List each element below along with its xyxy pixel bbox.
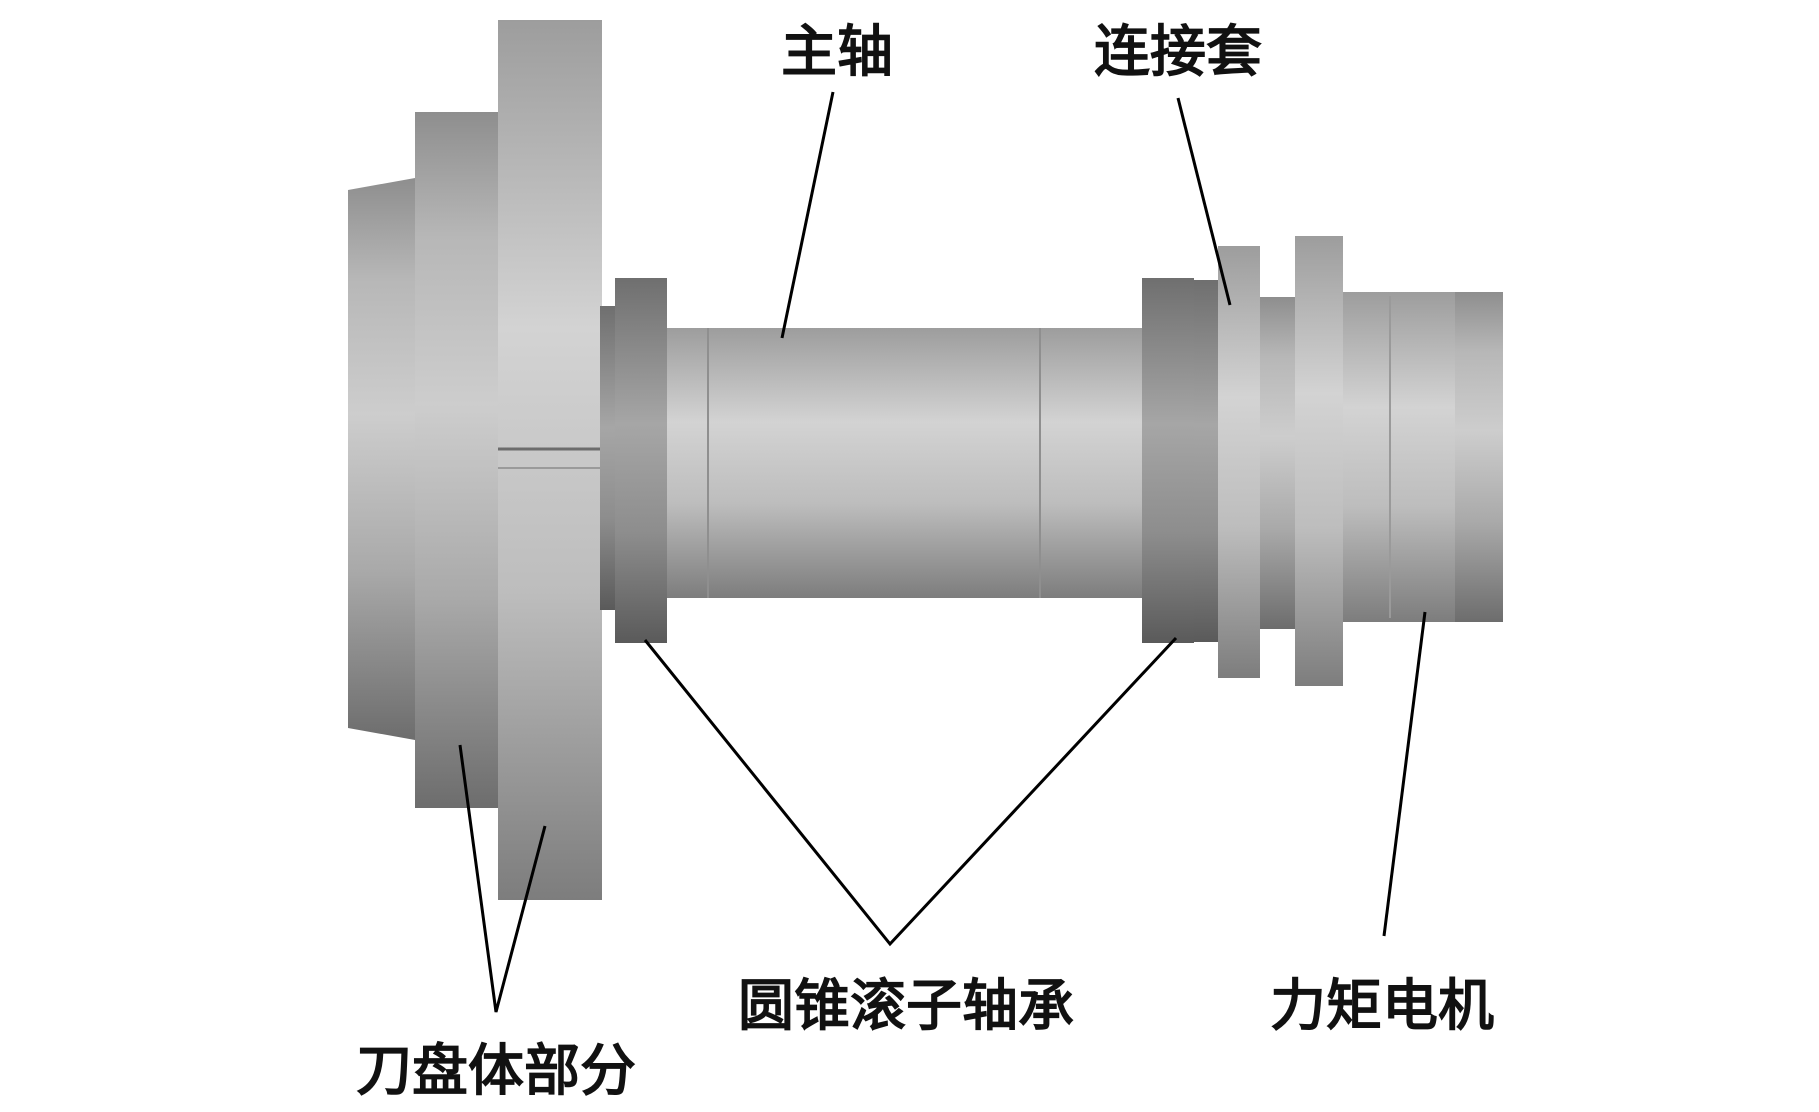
motor-end-cap (1455, 292, 1503, 622)
coupling-sleeve (1194, 246, 1295, 678)
bearing-right (1142, 278, 1194, 643)
leader-lines (458, 91, 1427, 1013)
cutterhead-hub (415, 112, 500, 808)
leader-coupling (1176, 97, 1232, 306)
label-coupling-sleeve: 连接套 (1094, 20, 1262, 85)
coupling-ring-b (1218, 246, 1260, 678)
spindle-collar (600, 306, 615, 610)
label-tapered-roller-bearing: 圆锥滚子轴承 (738, 974, 1074, 1039)
cutterhead-flange (498, 20, 602, 900)
label-torque-motor: 力矩电机 (1270, 974, 1494, 1039)
cutterhead-body (348, 20, 602, 900)
label-spindle: 主轴 (781, 20, 893, 85)
label-cutterhead-body: 刀盘体部分 (356, 1039, 636, 1104)
torque-motor (1295, 236, 1503, 686)
spindle-body (664, 328, 1144, 598)
motor-body (1343, 292, 1455, 622)
leader-spindle (780, 91, 835, 339)
leader-torque-motor (1382, 611, 1427, 937)
motor-flange (1295, 236, 1343, 686)
leader-bearing (643, 636, 1178, 947)
coupling-ring-a (1194, 280, 1218, 642)
bearing-left (615, 278, 667, 643)
cutterhead-front-cone (348, 178, 415, 740)
spindle-shaft (600, 306, 1144, 610)
leader-cutterhead (458, 744, 547, 1013)
coupling-ring-c (1260, 297, 1295, 629)
